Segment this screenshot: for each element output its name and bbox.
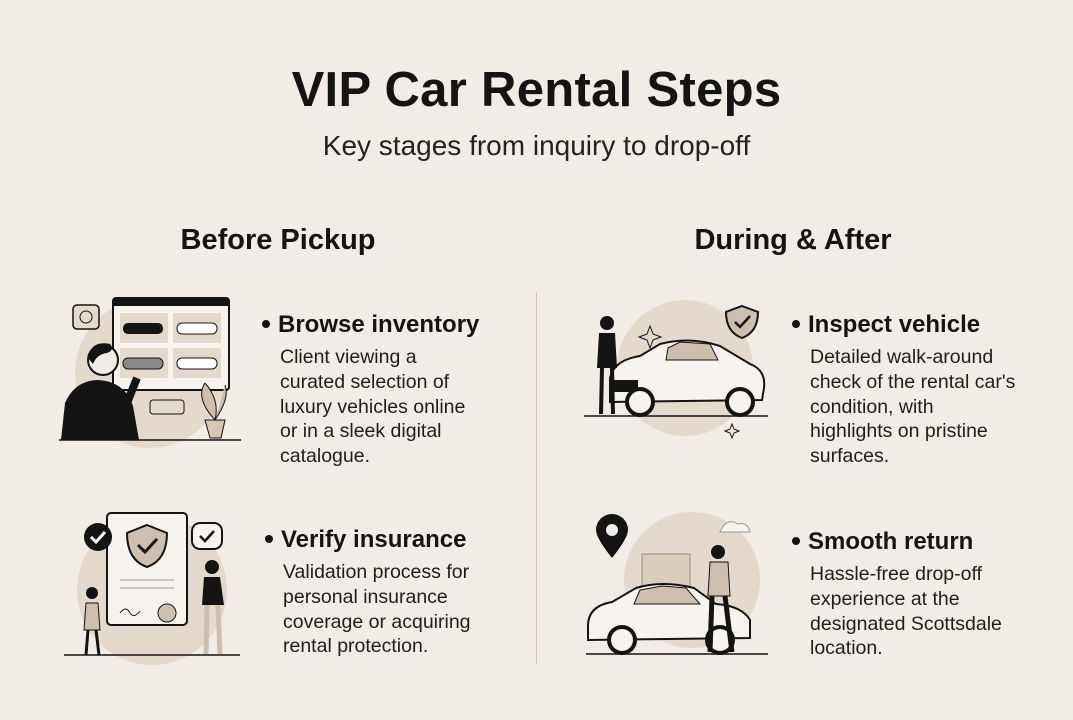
step-description: Validation process for personal insuranc… xyxy=(283,561,471,658)
bullet-icon xyxy=(262,319,270,328)
section-heading-during-after: During & After xyxy=(694,224,892,256)
inspect-vehicle-illustration xyxy=(584,300,768,440)
bullet-icon xyxy=(792,536,800,545)
verify-insurance-illustration xyxy=(64,512,240,665)
page-title: VIP Car Rental Steps xyxy=(291,63,782,117)
smooth-return-illustration xyxy=(586,512,768,655)
step-description: Client viewing a curated selection of lu… xyxy=(280,346,466,468)
step-description: Detailed walk-around check of the rental… xyxy=(810,346,1016,468)
step-verify-insurance: Verify insurance Validation process for … xyxy=(265,526,508,659)
section-heading-before-pickup: Before Pickup xyxy=(180,224,376,256)
step-browse-inventory: Browse inventory Client viewing a curate… xyxy=(262,311,480,469)
step-description: Hassle-free drop-off experience at the d… xyxy=(810,563,1002,660)
bullet-icon xyxy=(792,319,800,328)
step-title: Verify insurance xyxy=(281,526,467,553)
step-title: Browse inventory xyxy=(278,311,480,338)
page-subtitle: Key stages from inquiry to drop-off xyxy=(322,130,751,161)
step-smooth-return: Smooth return Hassle-free drop-off exper… xyxy=(792,528,1010,661)
bullet-icon xyxy=(265,534,273,543)
column-divider xyxy=(536,292,537,664)
step-inspect-vehicle: Inspect vehicle Detailed walk-around che… xyxy=(792,311,1020,469)
step-title: Smooth return xyxy=(808,528,974,555)
browse-inventory-illustration xyxy=(59,297,241,448)
step-title: Inspect vehicle xyxy=(808,311,981,338)
